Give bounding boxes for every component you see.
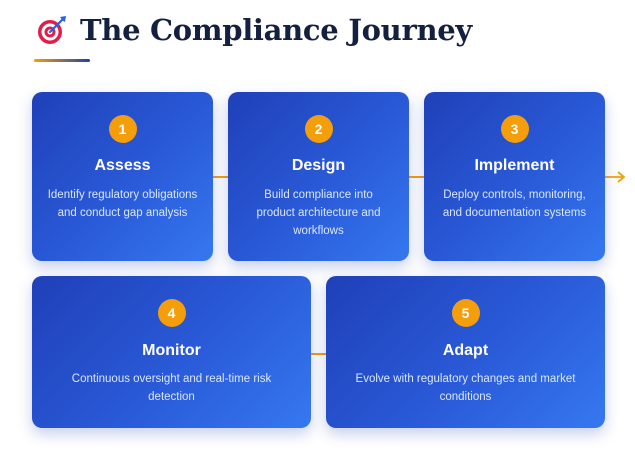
- arrow-right-icon: [604, 171, 626, 183]
- step-number-badge: 4: [157, 299, 186, 327]
- connector-2-3: [408, 176, 426, 178]
- step-description: Identify regulatory obligations and cond…: [47, 189, 198, 219]
- header: The Compliance Journey: [36, 10, 472, 50]
- step-title: Assess: [94, 157, 151, 174]
- step-card-implement: 3 Implement Deploy controls, monitoring,…: [424, 92, 605, 261]
- title-underline: [34, 59, 90, 62]
- step-card-design: 2 Design Build compliance into product a…: [228, 92, 409, 261]
- step-title: Implement: [474, 157, 555, 174]
- step-title: Monitor: [142, 342, 201, 359]
- target-icon: [38, 16, 66, 44]
- step-description: Build compliance into product architectu…: [256, 189, 381, 237]
- step-number-badge: 5: [451, 299, 480, 327]
- connector-4-5: [310, 353, 328, 355]
- connector-1-2: [212, 176, 230, 178]
- step-card-assess: 1 Assess Identify regulatory obligations…: [32, 92, 213, 261]
- step-card-adapt: 5 Adapt Evolve with regulatory changes a…: [326, 276, 605, 428]
- step-number-badge: 1: [108, 115, 137, 143]
- step-description: Deploy controls, monitoring, and documen…: [442, 189, 587, 219]
- step-title: Adapt: [442, 342, 489, 359]
- step-card-monitor: 4 Monitor Continuous oversight and real-…: [32, 276, 311, 428]
- step-description: Continuous oversight and real-time risk …: [71, 373, 272, 403]
- step-number-badge: 2: [304, 115, 333, 143]
- step-title: Design: [291, 157, 346, 174]
- step-number-badge: 3: [500, 115, 529, 143]
- step-description: Evolve with regulatory changes and marke…: [355, 373, 576, 403]
- page-title: The Compliance Journey: [80, 13, 472, 47]
